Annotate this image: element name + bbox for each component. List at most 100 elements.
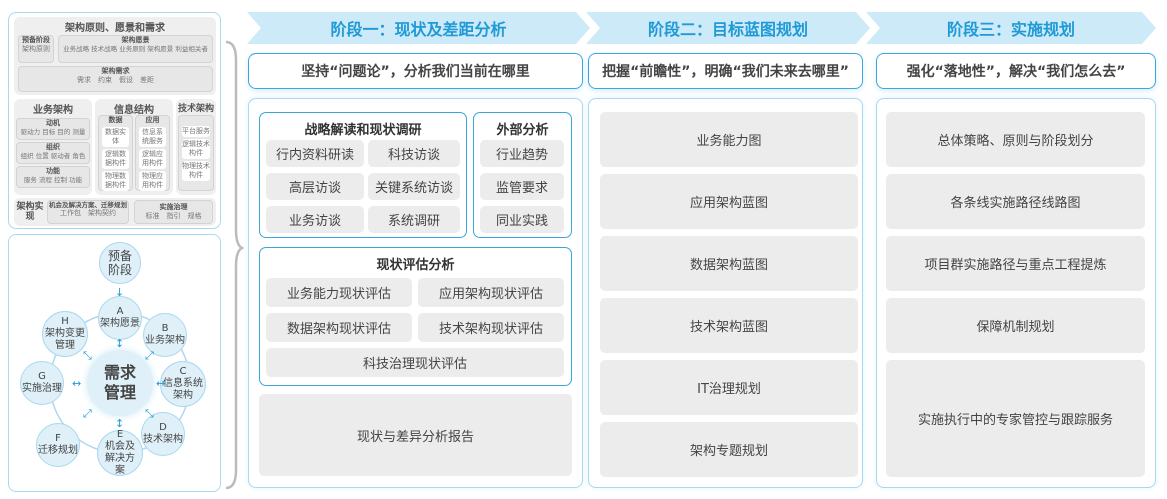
bidir-arrow-icon: ↕	[115, 337, 125, 350]
app-col: 应用 信息系统服务 逻辑应用构件 物理应用构件	[135, 115, 170, 191]
tech-item: 逻辑技术构件	[182, 139, 210, 159]
tech-title: 技术架构	[177, 104, 214, 114]
stage-3-title: 阶段三：实施规划	[946, 20, 1075, 39]
strategy-item: 高层访谈	[266, 173, 364, 200]
prep-items: 架构原则	[22, 45, 50, 53]
node-label: 迁移规划	[38, 445, 78, 456]
strategy-item: 系统调研	[368, 206, 460, 233]
strategy-box: 战略解读和现状调研 行内资料研读 科技访谈 高层访谈 关键系统访谈 业务访谈 系…	[259, 112, 467, 238]
motive-items: 驱动力 目标 目的 测量	[20, 128, 86, 136]
node-label: 信息系统架构	[163, 378, 203, 401]
stage-2-item: IT治理规划	[600, 360, 858, 415]
assess-item: 业务能力现状评估	[266, 278, 412, 307]
stage-3-item: 各条线实施路径线路图	[886, 174, 1145, 229]
node-label: 实施治理	[22, 383, 62, 394]
node-label: 机会及解决方案	[105, 441, 135, 476]
assess-box: 现状评估分析 业务能力现状评估 应用架构现状评估 数据架构现状评估 技术架构现状…	[259, 247, 572, 386]
bidir-arrow-icon: ⤢	[145, 349, 154, 362]
stage-1-header: 阶段一：现状及差距分析	[247, 12, 590, 44]
external-item: 同业实践	[480, 206, 564, 233]
strategy-item: 关键系统访谈	[368, 173, 460, 200]
data-col: 数据 数据实体 逻辑数据构件 物理数据构件	[98, 115, 133, 191]
strategy-item: 行内资料研读	[266, 140, 364, 167]
external-item: 监管要求	[480, 173, 564, 200]
stage-1-subtitle: 坚持“问题论”，分析我们当前在哪里	[248, 53, 583, 89]
req-title: 架构需求	[101, 67, 130, 75]
bidir-arrow-icon: ⤡	[83, 349, 92, 362]
node-label: 技术架构	[143, 434, 183, 445]
bidir-arrow-icon: ↕	[115, 417, 125, 430]
assess-item: 科技治理现状评估	[266, 348, 564, 377]
biz-motive: 动机驱动力 目标 目的 测量	[16, 118, 90, 140]
node-letter: C	[179, 366, 187, 377]
stage-2-item: 数据架构蓝图	[600, 236, 858, 291]
req-items: 需求 约束 假设 差距	[77, 76, 154, 84]
stage-2-item: 技术架构蓝图	[600, 298, 858, 353]
prep-label: 预备阶段	[107, 249, 132, 277]
stage-2-item: 架构专题规划	[600, 422, 858, 477]
bracket-icon	[225, 40, 244, 490]
info-arch-group: 信息结构 数据 数据实体 逻辑数据构件 物理数据构件 应用 信息系统服务 逻辑应…	[95, 99, 173, 195]
stage-3-item: 实施执行中的专家管控与跟踪服务	[886, 360, 1145, 477]
center-node[interactable]: 需求管理	[87, 350, 153, 416]
info-title: 信息结构	[114, 105, 154, 116]
prep-node[interactable]: 预备阶段	[99, 242, 141, 284]
biz-arch-group: 业务架构 动机驱动力 目标 目的 测量 组织组织 位置 驱动者 角色 功能服务 …	[14, 99, 92, 195]
stage-3-subtitle: 强化“落地性”，解决“我们怎么去”	[876, 53, 1156, 89]
node-label: 架构变更管理	[45, 328, 85, 351]
data-item: 数据实体	[102, 127, 129, 147]
func-title: 功能	[46, 167, 60, 175]
bidir-arrow-icon: ⤢	[83, 407, 92, 420]
stage-2-subtitle: 把握“前瞻性”，明确“我们未来去哪里”	[588, 53, 863, 89]
biz-func: 功能服务 流程 控制 功能	[16, 166, 90, 188]
stage-1-title: 阶段一：现状及差距分析	[330, 20, 507, 39]
node-letter: G	[38, 371, 46, 382]
principles-group: 架构原则、愿景和需求 预备阶段 架构原则 架构愿景 业务战略 技术战略 业务原则…	[14, 17, 216, 95]
assess-item: 技术架构现状评估	[418, 313, 564, 342]
stage-2-title: 阶段二：目标蓝图规划	[647, 20, 808, 39]
vision-items: 业务战略 技术战略 业务原则 架构愿景 利益相关者	[63, 45, 208, 53]
bidir-arrow-icon: ↔	[72, 377, 82, 390]
func-items: 服务 流程 控制 功能	[23, 176, 83, 184]
org-title: 组织	[46, 143, 60, 151]
strategy-item: 业务访谈	[266, 206, 364, 233]
node-letter: B	[161, 323, 169, 334]
tech-item: 物理技术构件	[182, 161, 210, 181]
assess-item: 应用架构现状评估	[418, 278, 564, 307]
impl-group: 架构实现 机会及解决方案、迁移规划 工作包 架构契约 实施治理 标准 指引 规格	[14, 198, 216, 226]
architecture-content-panel: 架构原则、愿景和需求 预备阶段 架构原则 架构愿景 业务战略 技术战略 业务原则…	[8, 12, 221, 229]
vision-title: 架构愿景	[121, 36, 150, 44]
principles-title: 架构原则、愿景和需求	[65, 23, 165, 34]
opp-title: 机会及解决方案、迁移规划	[49, 201, 127, 209]
stage-3-item: 总体策略、原则与阶段划分	[886, 112, 1145, 167]
stage-2-header: 阶段二：目标蓝图规划	[586, 12, 870, 44]
motive-title: 动机	[46, 119, 60, 127]
app-item: 逻辑应用构件	[139, 149, 166, 169]
node-letter: H	[61, 316, 69, 327]
stage-3-item: 项目群实施路径与重点工程提炼	[886, 236, 1145, 291]
biz-title: 业务架构	[33, 105, 73, 116]
prep-box: 预备阶段 架构原则	[18, 35, 54, 63]
node-letter: D	[159, 422, 167, 433]
arrow-down-icon: ↓	[115, 286, 125, 299]
node-label: 业务架构	[145, 335, 185, 346]
prep-title: 预备阶段	[22, 36, 50, 44]
app-title: 应用	[145, 116, 160, 124]
biz-org: 组织组织 位置 驱动者 角色	[16, 142, 90, 164]
vision-box: 架构愿景 业务战略 技术战略 业务原则 架构愿景 利益相关者	[58, 35, 213, 63]
assess-title: 现状评估分析	[376, 258, 455, 273]
tech-item: 平台服务	[182, 126, 210, 137]
app-item: 信息系统服务	[139, 127, 166, 147]
report-item: 现状与差异分析报告	[259, 394, 572, 476]
bidir-arrow-icon: ⤡	[145, 407, 154, 420]
tech-col: 平台服务 逻辑技术构件 物理技术构件	[178, 115, 214, 191]
tech-arch-group: 技术架构 平台服务 逻辑技术构件 物理技术构件	[176, 99, 216, 195]
